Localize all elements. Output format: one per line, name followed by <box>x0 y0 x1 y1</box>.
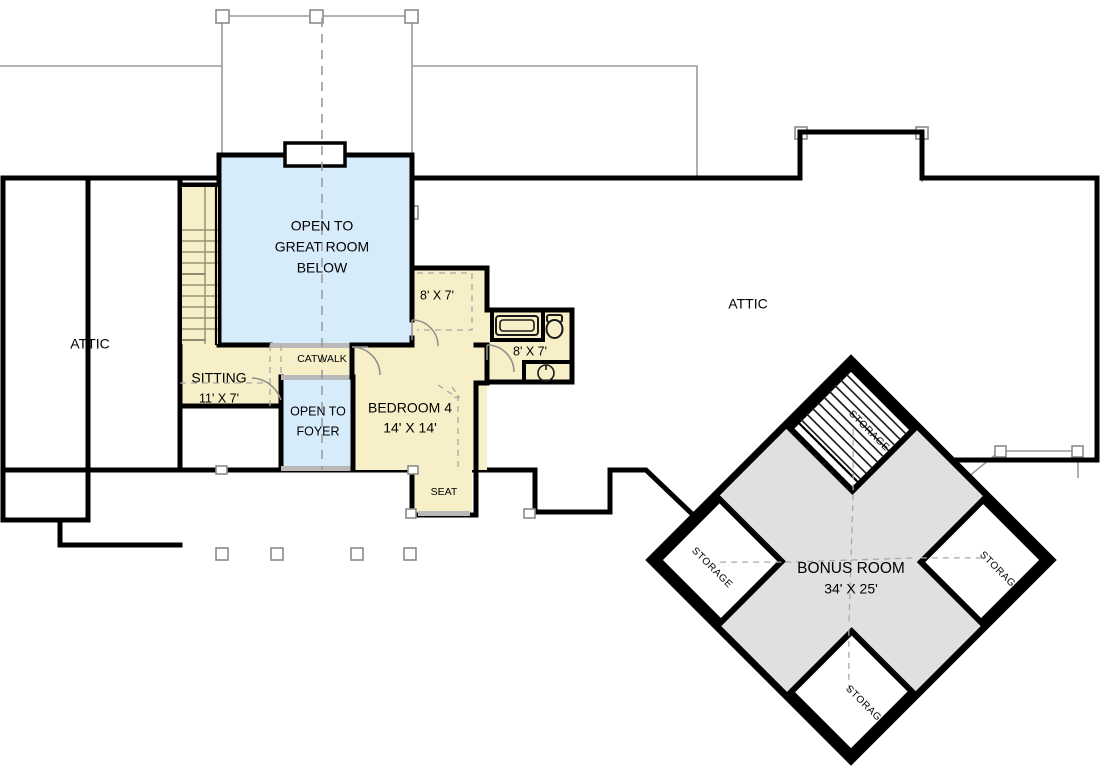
bedroom-4-label: BEDROOM 4 <box>368 400 452 416</box>
post-icon <box>350 547 364 561</box>
open-to-great-room-fill <box>219 155 412 345</box>
bathroom-fixtures <box>490 310 574 384</box>
door-swings <box>251 319 515 401</box>
bonus-room-group <box>645 354 1057 766</box>
seat-label: SEAT <box>431 486 458 498</box>
sitting-dimensions: 11' X 7' <box>199 391 239 405</box>
open-to-foyer-fill <box>281 377 353 470</box>
interior-dashed-lines <box>180 272 473 470</box>
foyer-threshold-top <box>281 375 353 380</box>
closet-upper-dimensions: 8' X 7' <box>420 288 454 302</box>
foyer-threshold-bottom <box>281 466 353 471</box>
post-icon <box>523 508 536 519</box>
open-to-great-room-label-3: BELOW <box>297 260 348 276</box>
attic-left-label: ATTIC <box>70 336 109 352</box>
dormer-window <box>285 143 345 166</box>
main-staircase <box>182 185 218 346</box>
post-icon <box>215 465 228 475</box>
porch-post-icon <box>994 445 1007 458</box>
attic-right-label: ATTIC <box>728 296 767 312</box>
bedroom-4-dimensions: 14' X 14' <box>383 420 437 436</box>
open-to-great-room-label-1: OPEN TO <box>291 218 354 234</box>
storage-sw-wall <box>654 494 786 627</box>
bathroom-dimensions: 8' X 7' <box>513 344 547 358</box>
bonus-room-staircase <box>795 366 907 484</box>
post-icon <box>215 547 229 561</box>
bonus-room-outer-wall <box>645 354 1057 766</box>
living-area-walls <box>177 141 575 518</box>
catwalk-label: CATWALK <box>297 353 347 365</box>
post-icon <box>403 547 417 561</box>
post-icon <box>405 508 417 519</box>
porch-post-icon <box>1071 445 1084 458</box>
open-to-great-room-label-2: GREAT ROOM <box>275 239 369 255</box>
bonus-room-dimensions: 34' X 25' <box>824 581 878 597</box>
seat-threshold <box>418 511 470 516</box>
porch-post-icon <box>309 9 324 24</box>
porch-post-icon <box>404 9 419 24</box>
toilet-bowl-icon <box>545 319 564 339</box>
bathtub-icon <box>495 315 539 336</box>
column-posts-row <box>215 465 536 561</box>
open-to-foyer-label-1: OPEN TO <box>290 404 346 418</box>
porch-post-icon <box>215 9 230 24</box>
catwalk-threshold <box>270 343 352 348</box>
storage-ne-wall <box>916 495 1048 627</box>
post-icon <box>270 547 284 561</box>
bonus-room-label: BONUS ROOM <box>797 560 905 577</box>
storage-se-wall <box>786 627 917 757</box>
sitting-label: SITTING <box>191 370 246 386</box>
attic-left-walls <box>0 175 183 548</box>
main-roof-outline <box>177 129 1100 463</box>
open-to-foyer-label-2: FOYER <box>296 424 339 438</box>
post-icon <box>407 465 419 475</box>
